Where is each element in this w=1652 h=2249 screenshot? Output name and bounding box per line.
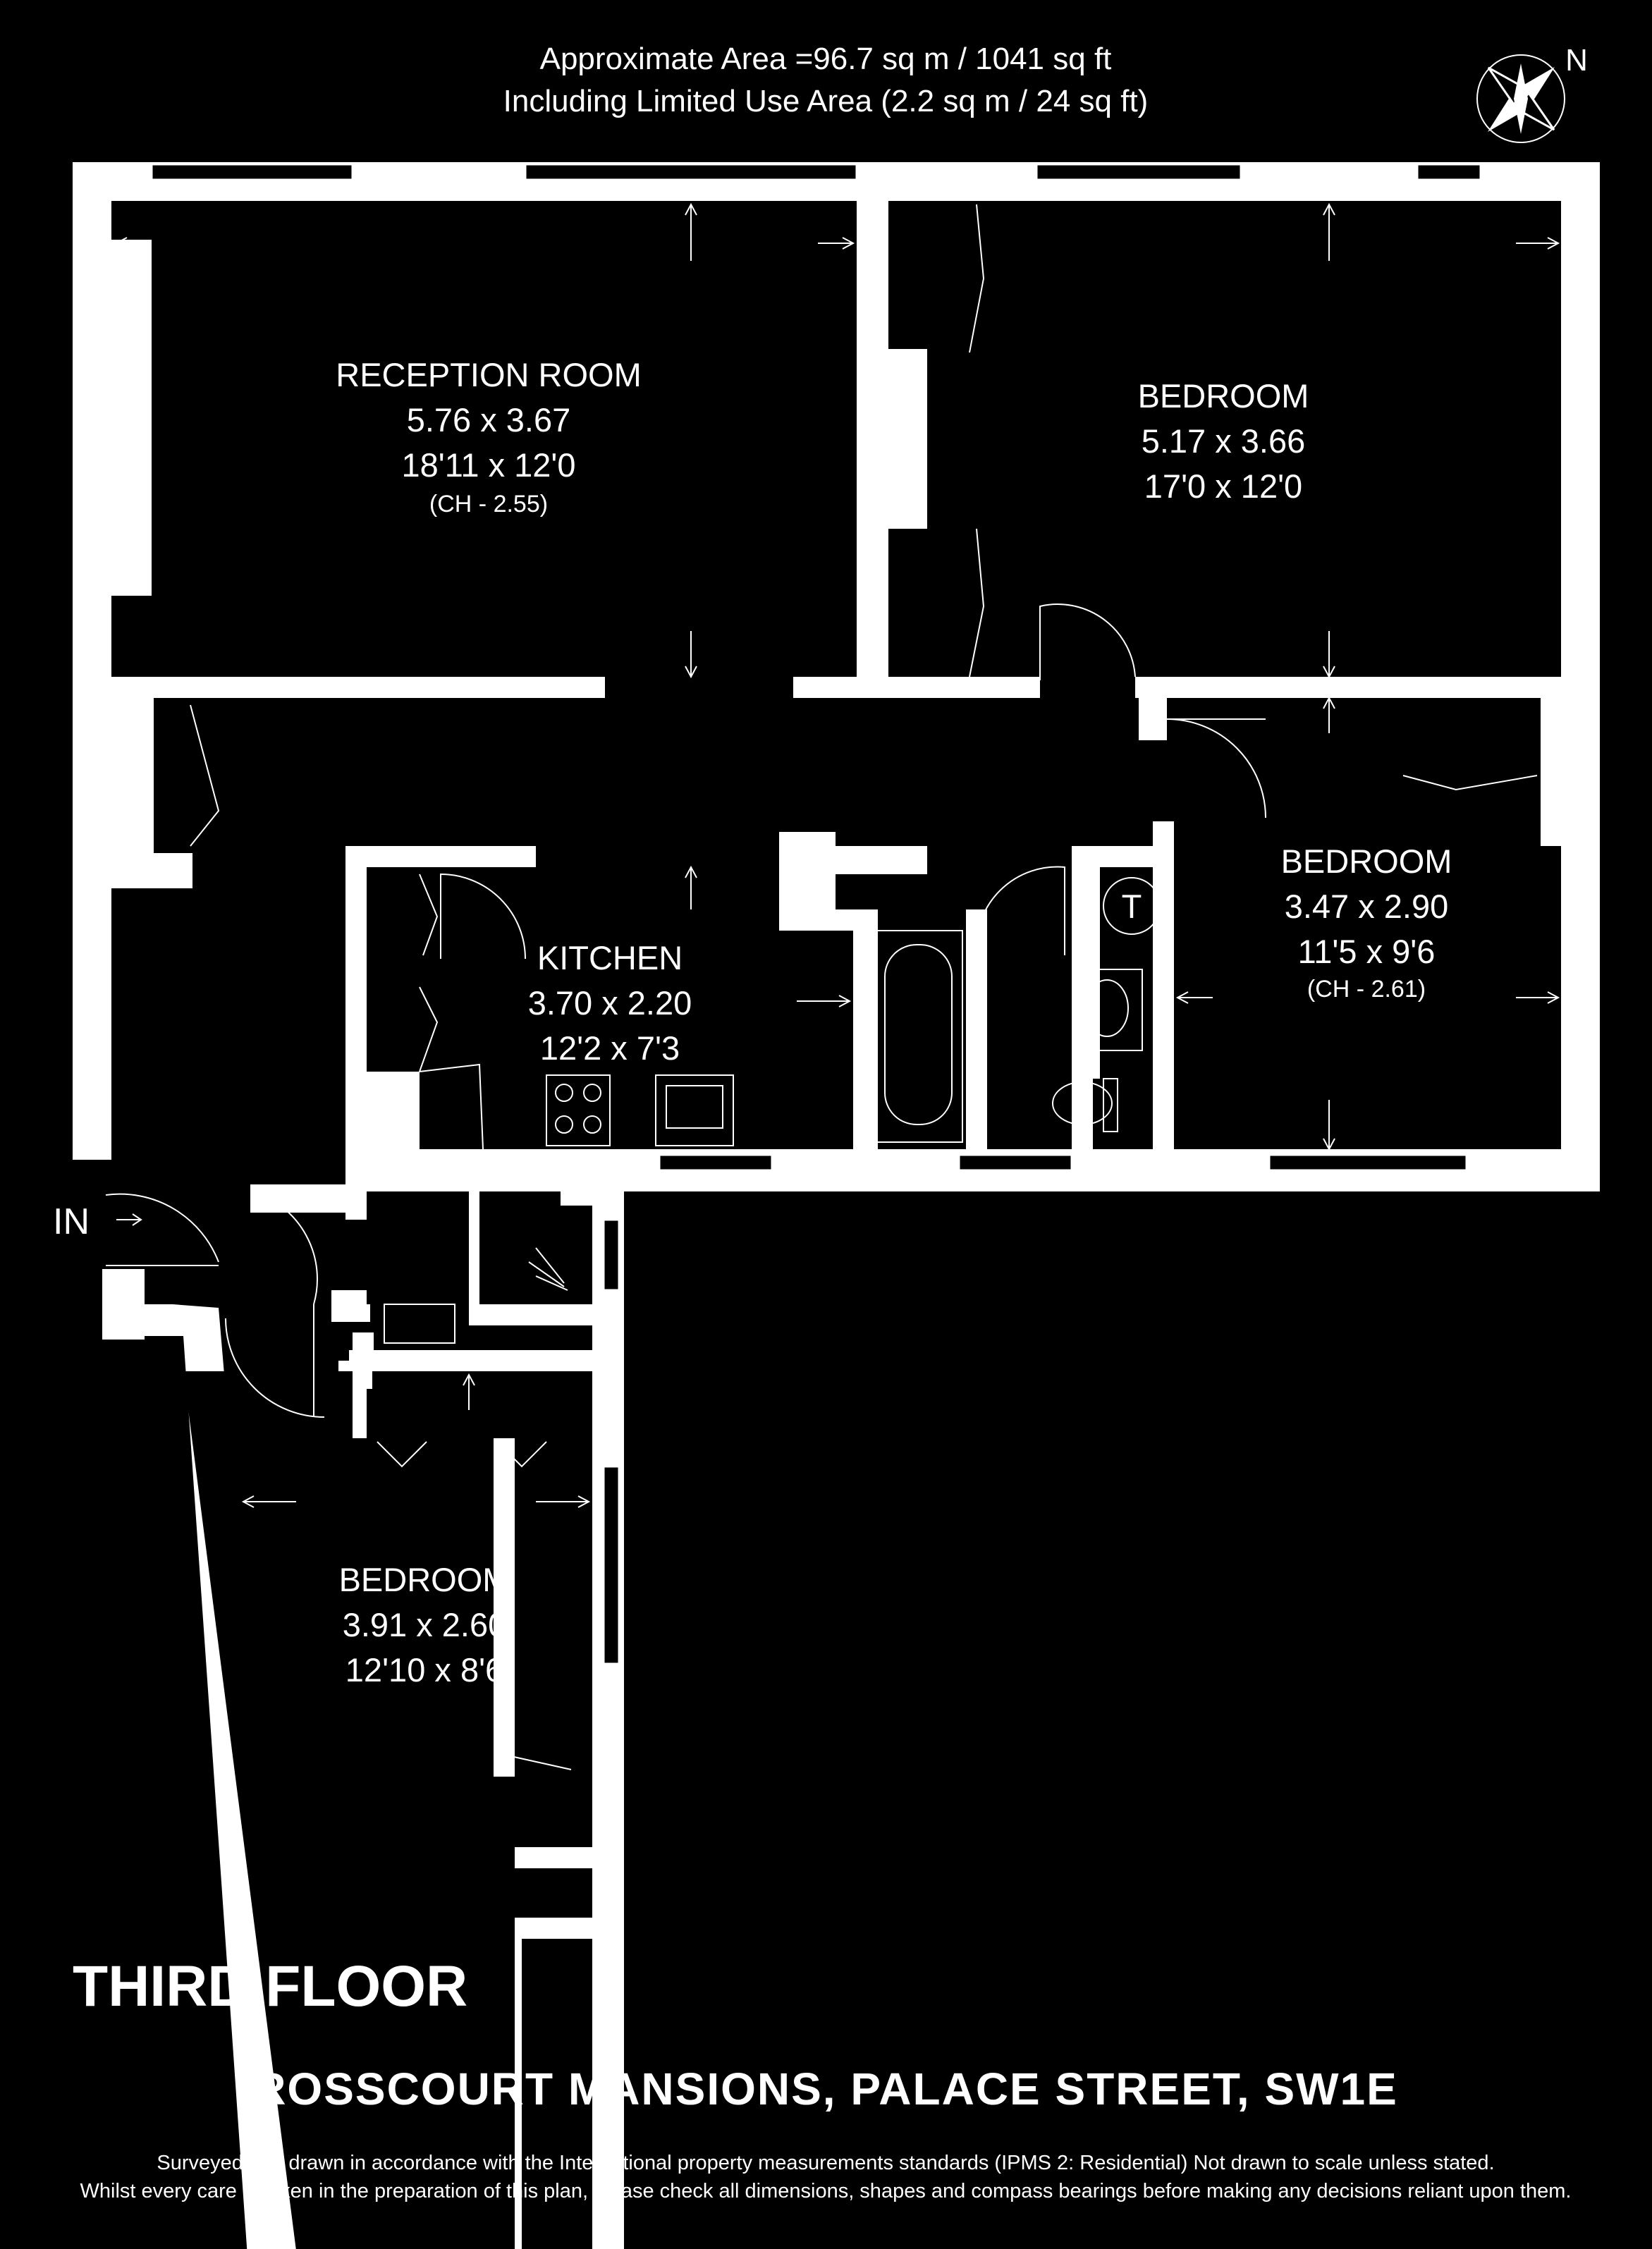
reception-imperial: 18'11 x 12'0 — [401, 446, 575, 484]
toilet-icon — [1052, 1081, 1113, 1125]
compass-north-label: N — [1565, 43, 1588, 78]
bedroom-2-name: BEDROOM — [1281, 842, 1452, 880]
reception-metric: 5.76 x 3.67 — [407, 401, 571, 439]
basin-icon — [1078, 969, 1143, 1051]
bedroom-3-metric: 3.91 x 2.60 — [343, 1606, 507, 1643]
bedroom-2-metric: 3.47 x 2.90 — [1285, 888, 1449, 925]
inner-walls — [349, 821, 1174, 1777]
disclaimer-line-1: Surveyed and drawn in accordance with th… — [157, 2152, 1494, 2174]
tank-icon — [1103, 877, 1161, 935]
entrance-arrow-icon — [116, 1213, 142, 1226]
room-kitchen: KITCHEN 3.70 x 2.20 12'2 x 7'3 — [528, 939, 692, 1067]
fixtures — [384, 877, 1161, 1344]
dimension-arrows — [114, 202, 1560, 1508]
bedroom-3-name: BEDROOM — [339, 1561, 510, 1598]
bedroom-3-imperial: 12'10 x 8'6 — [345, 1651, 503, 1689]
floor-label: THIRD FLOOR — [73, 1954, 467, 2018]
room-bedroom-2: BEDROOM 3.47 x 2.90 11'5 x 9'6 (CH - 2.6… — [1281, 842, 1452, 1003]
kitchen-metric: 3.70 x 2.20 — [528, 984, 692, 1022]
hob-icon — [546, 1074, 611, 1146]
doors — [105, 204, 1538, 1770]
room-bedroom-1: BEDROOM 5.17 x 3.66 17'0 x 12'0 — [1138, 377, 1309, 505]
riser-icon — [528, 1247, 568, 1291]
room-reception: RECEPTION ROOM 5.76 x 3.67 18'11 x 12'0 … — [336, 356, 641, 517]
kitchen-name: KITCHEN — [537, 939, 683, 976]
kitchen-imperial: 12'2 x 7'3 — [540, 1029, 680, 1067]
compass-icon — [1476, 54, 1565, 143]
approximate-area-text: Approximate Area =96.7 sq m / 1041 sq ft — [540, 42, 1112, 76]
bedroom-1-name: BEDROOM — [1138, 377, 1309, 415]
bedroom-1-imperial: 17'0 x 12'0 — [1144, 467, 1302, 505]
disclaimer-line-2: Whilst every care is taken in the prepar… — [80, 2180, 1572, 2202]
room-floors — [152, 201, 1561, 2249]
windows — [150, 163, 1482, 1665]
hall-basin-icon — [384, 1304, 455, 1344]
bedroom-2-ceiling: (CH - 2.61) — [1307, 976, 1426, 1003]
entrance-label: IN — [53, 1201, 90, 1242]
reception-ceiling: (CH - 2.55) — [429, 491, 548, 517]
bedroom-2-imperial: 11'5 x 9'6 — [1298, 933, 1436, 970]
limited-use-area-text: Including Limited Use Area (2.2 sq m / 2… — [503, 84, 1149, 118]
kitchen-sink-icon — [655, 1074, 734, 1146]
address: ROSSCOURT MANSIONS, PALACE STREET, SW1E — [253, 2064, 1398, 2114]
reception-name: RECEPTION ROOM — [336, 356, 641, 393]
bedroom-1-metric: 5.17 x 3.66 — [1142, 422, 1306, 460]
room-bedroom-3: BEDROOM 3.91 x 2.60 12'10 x 8'6 — [339, 1561, 510, 1689]
bath-icon — [874, 930, 963, 1143]
tank-label: T — [1122, 888, 1142, 925]
